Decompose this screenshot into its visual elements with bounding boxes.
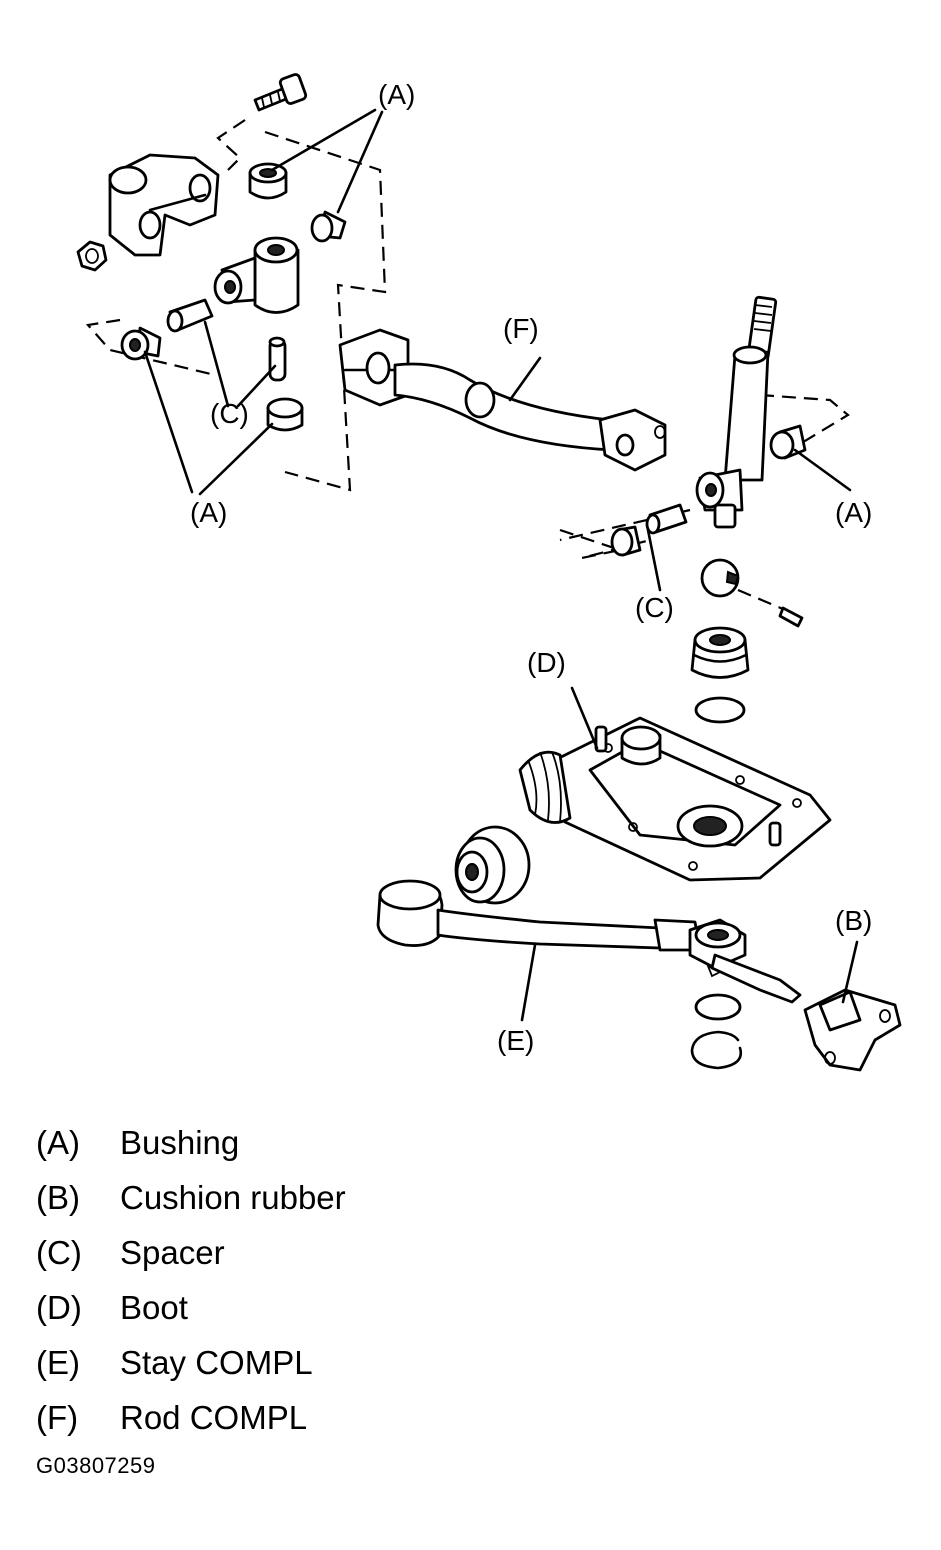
grommet-part — [454, 825, 531, 905]
legend-row: (C) Spacer — [36, 1225, 346, 1280]
bushing-part-bottom — [266, 397, 304, 432]
callout-a-top: (A) — [378, 79, 415, 110]
legend-letter: (C) — [36, 1233, 82, 1271]
o-ring-part-upper — [694, 696, 746, 724]
legend-letter: (F) — [36, 1398, 79, 1436]
bushing-part-lever-left — [610, 525, 642, 557]
parts-legend: (A) Bushing (B) Cushion rubber (C) Space… — [36, 1115, 346, 1445]
legend-part-name: Rod COMPL — [120, 1398, 308, 1436]
legend-row: (F) Rod COMPL — [36, 1390, 346, 1445]
callout-b: (B) — [835, 905, 872, 936]
callout-f: (F) — [503, 313, 539, 344]
pin-part — [778, 606, 804, 628]
bushing-part-right — [310, 210, 347, 243]
figure-id: G03807259 — [36, 1453, 156, 1478]
ball-part — [700, 558, 740, 598]
bushing-part-top — [248, 162, 288, 200]
bolt-part — [253, 73, 308, 112]
spacer-part-lever — [645, 503, 688, 535]
legend-letter: (E) — [36, 1343, 80, 1381]
callout-a-right: (A) — [835, 497, 872, 528]
legend-row: (D) Boot — [36, 1280, 346, 1335]
snap-ring-part — [690, 1030, 743, 1070]
assembly-dash-line-upper — [85, 119, 387, 492]
callout-d: (D) — [527, 647, 566, 678]
sleeve-part — [213, 236, 300, 314]
spacer-part-upper — [166, 298, 214, 333]
callout-a-left: (A) — [190, 497, 227, 528]
legend-letter: (A) — [36, 1123, 80, 1161]
leader-lines — [143, 108, 859, 1022]
cushion-rubber-bracket-part — [803, 988, 902, 1072]
callout-c-left: (C) — [210, 398, 249, 429]
legend-row: (E) Stay COMPL — [36, 1335, 346, 1390]
boot-housing-part — [518, 716, 832, 882]
o-ring-part-lower — [694, 993, 742, 1021]
legend-part-name: Cushion rubber — [120, 1178, 346, 1216]
legend-letter: (B) — [36, 1178, 80, 1216]
legend-part-name: Stay COMPL — [120, 1343, 313, 1381]
legend-part-name: Boot — [120, 1288, 188, 1326]
bushing-part-lever-right — [769, 424, 807, 460]
callout-e: (E) — [497, 1025, 534, 1056]
exploded-parts-diagram: (A) (A) (A) (B) (C) (C) (D) (E) (F) — [76, 73, 902, 1072]
rod-compl-part — [338, 328, 667, 472]
legend-part-name: Spacer — [120, 1233, 225, 1271]
cushion-ring-part — [690, 626, 750, 679]
callout-c-right: (C) — [635, 592, 674, 623]
pin-dash-line — [737, 588, 791, 614]
upper-bracket-part — [108, 153, 220, 257]
legend-letter: (D) — [36, 1288, 82, 1326]
stay-compl-part — [376, 879, 802, 1004]
legend-row: (A) Bushing — [36, 1115, 346, 1170]
legend-row: (B) Cushion rubber — [36, 1170, 346, 1225]
spacer-part-vertical — [268, 336, 287, 382]
nut-part — [76, 240, 108, 272]
shift-lever-part — [695, 295, 778, 529]
bushing-part-left — [120, 326, 162, 361]
legend-part-name: Bushing — [120, 1123, 240, 1161]
